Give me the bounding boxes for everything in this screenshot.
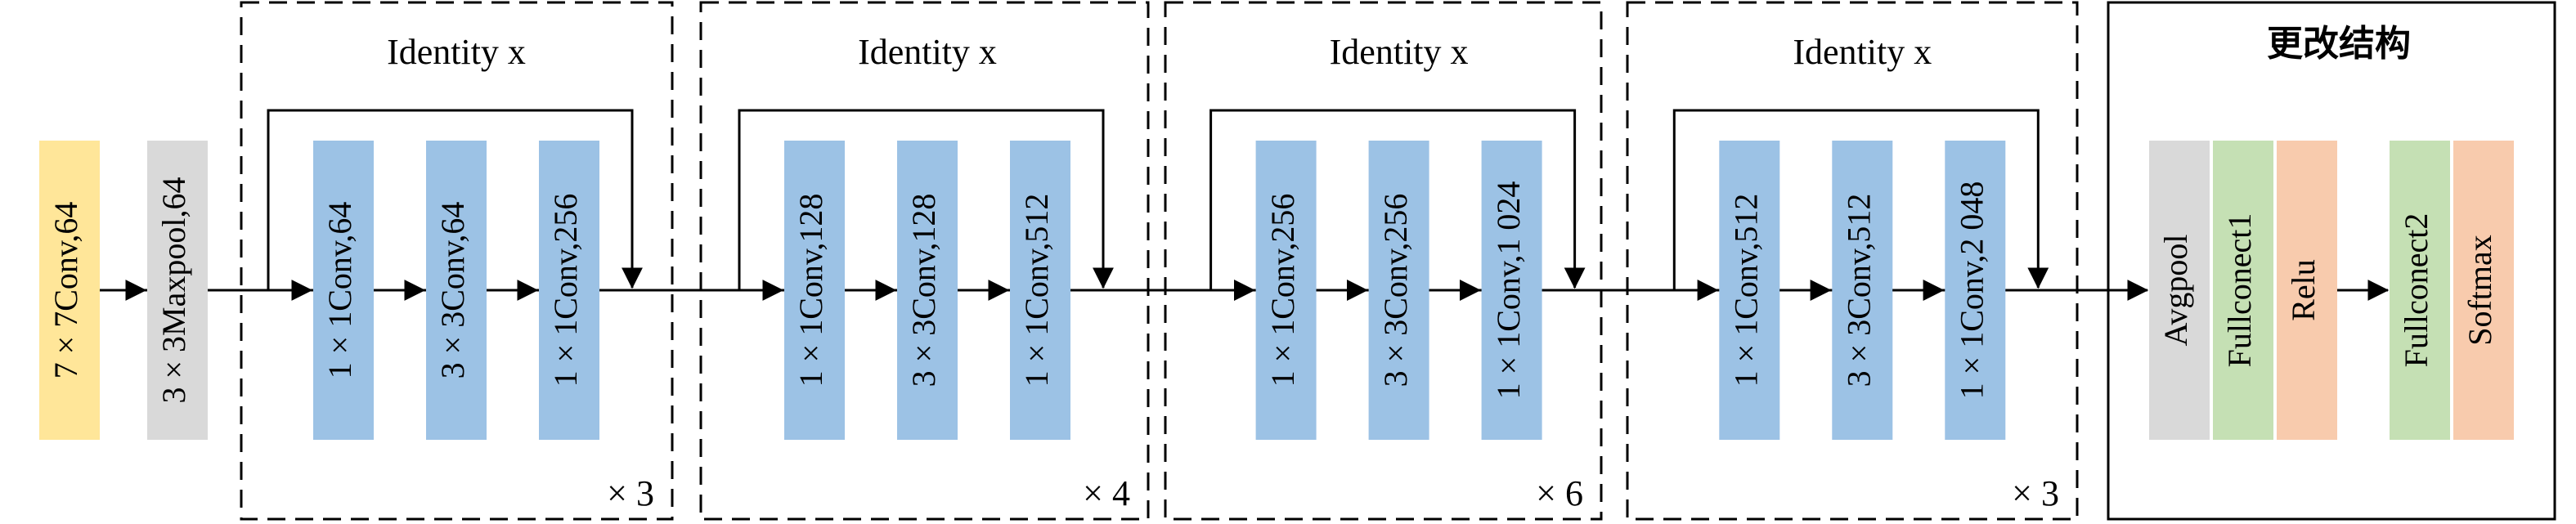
- stage-3-repeat-label: × 6: [1536, 473, 1583, 513]
- head-title: 更改结构: [2267, 23, 2411, 65]
- stage-2-conv-label: 1 × 1Conv,128: [792, 194, 829, 387]
- stage-1-repeat-label: × 3: [607, 473, 654, 513]
- head-block-relu: Relu: [2277, 141, 2337, 440]
- stage-2-identity-label: Identity x: [858, 32, 997, 72]
- stage-3-dashed-border: [1164, 1, 1603, 521]
- stage-1-conv-label: 3 × 3Conv,64: [434, 202, 471, 379]
- stage-2: Identity x × 4 1 × 1Conv,128 3 × 3Conv,128 1…: [699, 1, 1150, 521]
- stage-3-conv-block: 3 × 3Conv,256: [1368, 141, 1429, 440]
- stage-4-identity-label: Identity x: [1793, 32, 1932, 72]
- head-block-fullconect1: Fullconect1: [2213, 141, 2273, 440]
- stem-pool-label: 3 × 3Maxpool,64: [155, 177, 192, 404]
- head-block-fullconect2: Fullconect2: [2390, 141, 2450, 440]
- stage-2-skip-connection: [738, 109, 1114, 290]
- stage-4-conv-label: 1 × 1Conv,512: [1727, 194, 1764, 387]
- stage-1-conv-label: 1 × 1Conv,64: [321, 202, 358, 379]
- stage-2-conv-block: 1 × 1Conv,128: [784, 141, 845, 440]
- stage-3-identity-label: Identity x: [1330, 32, 1469, 72]
- head-block-label: Fullconect1: [2221, 213, 2258, 368]
- head-block-softmax: Softmax: [2453, 141, 2514, 440]
- stage-1-identity-label: Identity x: [387, 32, 526, 72]
- stage-1: Identity x × 3 1 × 1Conv,64 3 × 3Conv,64 1 ×…: [240, 1, 674, 521]
- stage-4-skip-connection: [1672, 109, 2049, 290]
- stem-conv-block: 7 × 7Conv,64: [39, 141, 100, 440]
- stage-1-skip-connection: [267, 109, 643, 290]
- stage-1-conv-block: 1 × 1Conv,64: [313, 141, 374, 440]
- stage-4-conv-block: 3 × 3Conv,512: [1832, 141, 1893, 440]
- stage-4-dashed-border: [1626, 1, 2079, 521]
- stage-4: Identity x × 3 1 × 1Conv,512 3 × 3Conv,512 1…: [1626, 1, 2079, 521]
- stem-pool-block: 3 × 3Maxpool,64: [147, 141, 208, 440]
- head-block-label: Avgpool: [2157, 234, 2194, 346]
- stage-1-conv-block: 1 × 1Conv,256: [539, 141, 599, 440]
- stage-1-conv-label: 1 × 1Conv,256: [547, 194, 584, 387]
- head-block-label: Relu: [2285, 259, 2322, 321]
- stage-3-conv-block: 1 × 1Conv,1 024: [1481, 141, 1542, 440]
- stage-2-conv-label: 1 × 1Conv,512: [1018, 194, 1055, 387]
- stage-3-conv-label: 1 × 1Conv,256: [1264, 194, 1301, 387]
- head-block-label: Softmax: [2462, 235, 2498, 346]
- stage-4-conv-block: 1 × 1Conv,2 048: [1945, 141, 2006, 440]
- stage-2-conv-label: 3 × 3Conv,128: [905, 194, 942, 387]
- stage-1-conv-block: 3 × 3Conv,64: [426, 141, 487, 440]
- stem-conv-label: 7 × 7Conv,64: [47, 202, 84, 379]
- stage-2-conv-block: 3 × 3Conv,128: [897, 141, 958, 440]
- stage-2-dashed-border: [699, 1, 1150, 521]
- stage-4-conv-label: 1 × 1Conv,2 048: [1953, 181, 1990, 400]
- stage-4-conv-block: 1 × 1Conv,512: [1719, 141, 1780, 440]
- stage-2-repeat-label: × 4: [1083, 473, 1130, 513]
- stage-3-skip-connection: [1209, 109, 1586, 290]
- stage-4-conv-label: 3 × 3Conv,512: [1840, 194, 1877, 387]
- stage-3: Identity x × 6 1 × 1Conv,256 3 × 3Conv,256 1…: [1164, 1, 1603, 521]
- stage-3-conv-label: 3 × 3Conv,256: [1377, 194, 1414, 387]
- head-section: 更改结构: [2107, 1, 2556, 521]
- head-block-avgpool: Avgpool: [2149, 141, 2210, 440]
- head-block-label: Fullconect2: [2398, 213, 2435, 368]
- stage-3-conv-label: 1 × 1Conv,1 024: [1490, 181, 1527, 400]
- stage-4-repeat-label: × 3: [2012, 473, 2059, 513]
- stage-3-conv-block: 1 × 1Conv,256: [1255, 141, 1317, 440]
- stage-2-conv-block: 1 × 1Conv,512: [1010, 141, 1070, 440]
- head-border: [2107, 1, 2556, 521]
